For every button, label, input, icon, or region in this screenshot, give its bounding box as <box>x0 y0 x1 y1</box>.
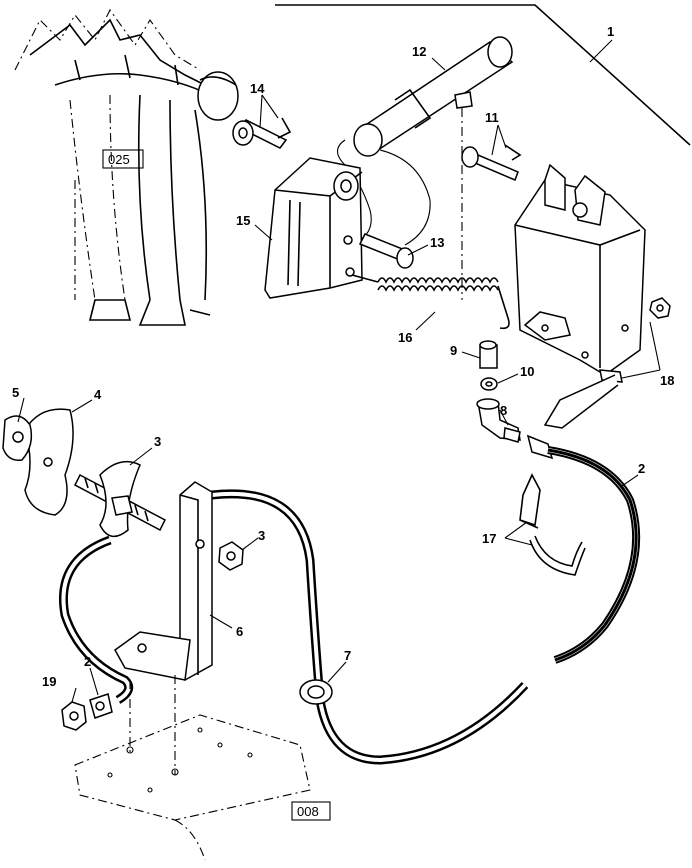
elbow-8 <box>476 398 521 443</box>
callout-19: 19 <box>42 674 56 689</box>
assembly-bracket <box>275 4 691 146</box>
fitting-9 <box>479 340 498 369</box>
pin-11 <box>461 144 522 181</box>
bracket-6 <box>114 481 213 681</box>
reference-box-025 <box>102 149 144 169</box>
spring-16 <box>351 274 510 330</box>
callout-1: 1 <box>607 24 614 39</box>
fitting-19 <box>61 693 113 731</box>
reference-box-008 <box>291 801 331 821</box>
washer-10 <box>480 377 498 391</box>
callout-9: 9 <box>450 343 457 358</box>
nut-5 <box>2 415 33 461</box>
seat-frame-ghost <box>14 8 239 326</box>
reference-008: 008 <box>297 804 319 819</box>
callout-6: 6 <box>236 624 243 639</box>
plate-4 <box>24 408 74 516</box>
grommet-7 <box>299 679 333 705</box>
floor-plate-ghost <box>74 675 311 861</box>
bolt-18 <box>543 297 671 429</box>
callout-12: 12 <box>412 44 426 59</box>
hose-long <box>59 489 529 765</box>
callout-7: 7 <box>344 648 351 663</box>
callouts: 1 2 2 3 3 4 5 6 7 8 9 10 11 12 13 14 15 … <box>12 24 674 689</box>
callout-16: 16 <box>398 330 412 345</box>
callout-10: 10 <box>520 364 534 379</box>
callout-3-nut: 3 <box>258 528 265 543</box>
hose-2 <box>526 434 641 664</box>
clamp-17 <box>519 473 586 576</box>
callout-17: 17 <box>482 531 496 546</box>
callout-5: 5 <box>12 385 19 400</box>
callout-2-fitting: 2 <box>84 654 91 669</box>
callout-13: 13 <box>430 235 444 250</box>
pin-13 <box>358 233 414 269</box>
callout-8: 8 <box>500 403 507 418</box>
callout-14: 14 <box>250 81 265 96</box>
callout-18: 18 <box>660 373 674 388</box>
pedal-block-15 <box>264 157 363 299</box>
pin-14 <box>232 117 292 149</box>
leader-lines <box>17 57 661 703</box>
callout-11: 11 <box>485 110 499 125</box>
bolt-3 <box>74 460 166 538</box>
cylinder-housing <box>514 163 646 376</box>
reference-025: 025 <box>108 152 130 167</box>
callout-15: 15 <box>236 213 250 228</box>
nut-3 <box>218 541 244 571</box>
callout-3-bolt: 3 <box>154 434 161 449</box>
handle-12 <box>353 36 514 300</box>
callout-2-hose: 2 <box>638 461 645 476</box>
callout-4: 4 <box>94 387 102 402</box>
